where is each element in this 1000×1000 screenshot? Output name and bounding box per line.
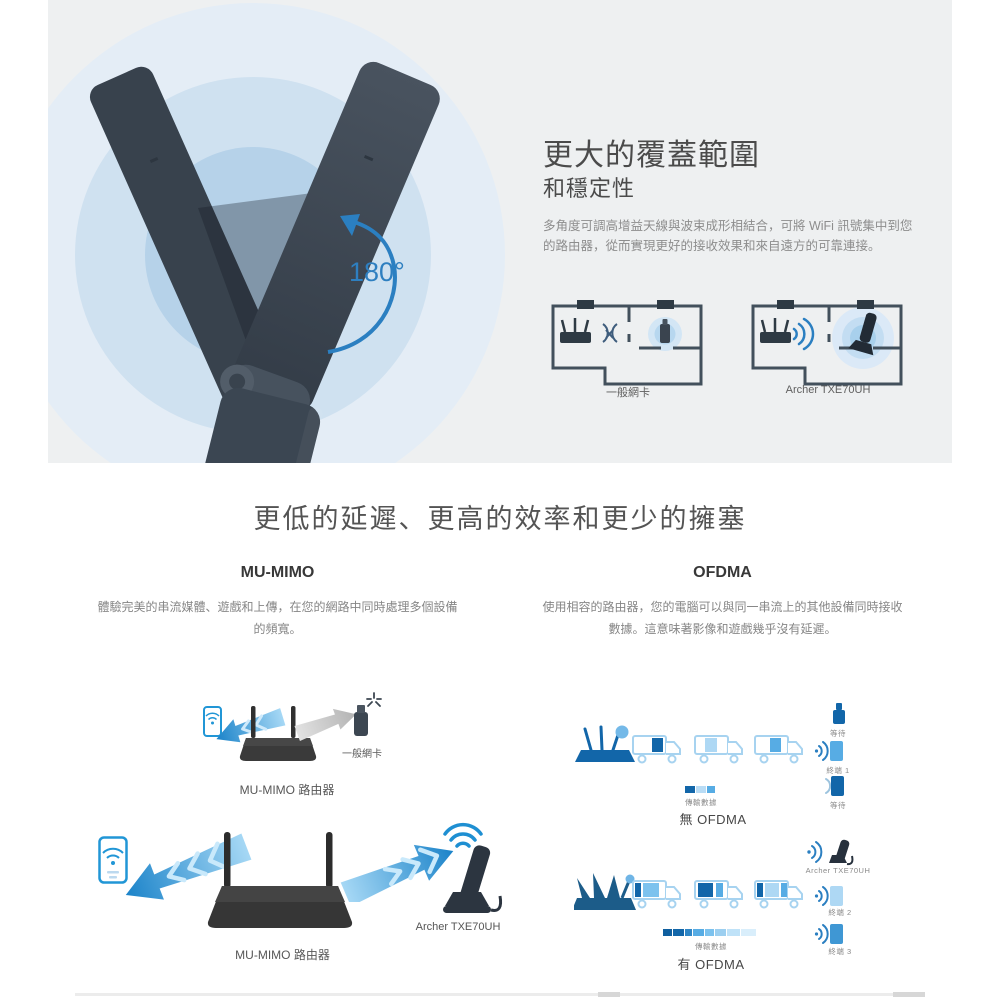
mu-mimo-arrow-right bbox=[340, 844, 454, 902]
usb-adapter-icon bbox=[660, 319, 670, 343]
waiting-adapter-icon bbox=[833, 703, 845, 724]
ofdma-without-bar-label: 傳輸數據 bbox=[685, 798, 717, 807]
rotation-degree-label: 180° bbox=[349, 257, 405, 287]
mu-mimo-bottom-caption: MU-MIMO 路由器 bbox=[235, 948, 330, 962]
house-diagram-generic-adapter bbox=[551, 300, 703, 386]
ofdma-with-caption: 有 OFDMA bbox=[677, 957, 745, 972]
antenna-hero-graphic bbox=[48, 3, 505, 463]
usb-adapter-icon bbox=[354, 705, 368, 736]
ofdma-without-device2-label: 終端 1 bbox=[826, 766, 850, 775]
mu-mimo-arrow-to-phone bbox=[216, 708, 286, 743]
data-truck-icon bbox=[694, 735, 743, 764]
router-icon bbox=[760, 318, 791, 343]
wifi-waves-icon bbox=[792, 317, 815, 351]
ofdma-body-line1: 使用相容的路由器，您的電腦可以與同一串流上的其他設備同時接收 bbox=[542, 600, 903, 614]
router-silhouette-icon bbox=[575, 725, 635, 762]
hero-banner: 180° bbox=[48, 0, 952, 463]
bottom-divider-segment bbox=[598, 992, 620, 997]
bottom-divider-segment bbox=[893, 992, 925, 997]
data-truck-icon bbox=[694, 880, 743, 909]
ofdma-with-device1-label: Archer TXE70UH bbox=[805, 866, 871, 875]
roof-vent-icon bbox=[577, 300, 594, 309]
ofdma-heading: OFDMA bbox=[693, 564, 752, 581]
waiting-device-icon bbox=[825, 776, 844, 796]
antenna-product-image bbox=[89, 61, 440, 463]
mu-mimo-heading: MU-MIMO bbox=[240, 564, 315, 581]
router-icon bbox=[239, 706, 317, 761]
receiving-device-icon bbox=[814, 924, 843, 944]
ofdma-with-device3-label: 終端 3 bbox=[828, 947, 852, 956]
mu-mimo-top-caption: MU-MIMO 路由器 bbox=[239, 783, 335, 797]
phone-icon bbox=[203, 706, 222, 737]
gaming-router-silhouette-icon bbox=[574, 873, 636, 910]
house-left-caption: 一般網卡 bbox=[606, 387, 650, 399]
receiving-device-icon bbox=[814, 741, 843, 761]
roof-vent-icon bbox=[657, 300, 674, 309]
ofdma-with-device2-label: 終端 2 bbox=[828, 908, 852, 917]
weak-signal-icon bbox=[602, 323, 618, 343]
rotation-arrow-icon bbox=[327, 214, 397, 354]
router-icon bbox=[207, 832, 353, 928]
banner-heading-line1: 更大的覆蓋範圍 bbox=[543, 139, 760, 172]
antenna-body bbox=[169, 387, 323, 463]
ofdma-body-line2: 數據。這意味著影像和遊戲幾乎沒有延遲。 bbox=[608, 622, 837, 636]
mu-mimo-arrow-left bbox=[125, 833, 252, 900]
roof-vent-icon bbox=[777, 300, 794, 309]
ofdma-without-device3-label: 等待 bbox=[830, 801, 846, 810]
section-title: 更低的延遲、更高的效率和更少的擁塞 bbox=[253, 504, 747, 534]
archer-adapter-icon bbox=[848, 312, 877, 356]
data-truck-icon bbox=[754, 880, 803, 909]
house-right-caption: Archer TXE70UH bbox=[785, 384, 871, 396]
house-diagram-archer bbox=[751, 300, 903, 386]
archer-adapter-icon bbox=[443, 822, 503, 913]
archer-adapter-icon bbox=[807, 839, 854, 866]
mu-mimo-body-line2: 的頻寬。 bbox=[253, 622, 302, 636]
gray-arrow-to-adapter bbox=[294, 708, 357, 742]
phone-icon bbox=[98, 836, 128, 884]
mu-mimo-body-line1: 體驗完美的串流媒體、遊戲和上傳，在您的網路中同時處理多個設備 bbox=[97, 600, 458, 614]
ofdma-without-device1-label: 等待 bbox=[830, 729, 846, 738]
broken-signal-icon bbox=[366, 692, 382, 707]
archer-device-label: Archer TXE70UH bbox=[415, 921, 501, 933]
bottom-divider bbox=[75, 993, 925, 996]
banner-body-line2: 的路由器，從而實現更好的接收效果和來自遠方的可靠連接。 bbox=[543, 239, 881, 253]
ofdma-without-caption: 無 OFDMA bbox=[679, 812, 747, 827]
receiving-device-icon bbox=[814, 886, 843, 906]
banner-body-line1: 多角度可調高增益天線與波束成形相結合，可將 WiFi 訊號集中到您 bbox=[543, 219, 913, 233]
ofdma-with-bar-label: 傳輸數據 bbox=[695, 942, 727, 951]
data-bar-with-ofdma bbox=[663, 929, 756, 936]
roof-vent-icon bbox=[857, 300, 874, 309]
generic-adapter-label: 一般網卡 bbox=[342, 749, 382, 760]
data-truck-icon bbox=[754, 735, 803, 764]
data-truck-icon bbox=[632, 880, 681, 909]
banner-heading-line2: 和穩定性 bbox=[543, 176, 636, 201]
data-bar-without-ofdma bbox=[685, 786, 715, 793]
data-truck-icon bbox=[632, 735, 681, 764]
router-icon bbox=[560, 318, 591, 343]
